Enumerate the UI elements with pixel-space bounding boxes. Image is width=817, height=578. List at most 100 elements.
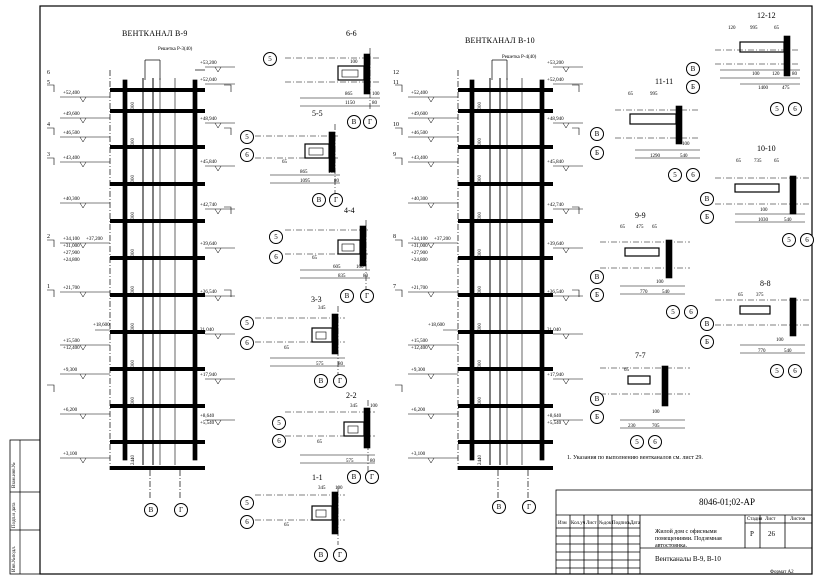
dim-label: 2000 <box>478 397 483 407</box>
level-mark: +18,600 <box>428 323 445 328</box>
dim-label: 540 <box>784 349 792 354</box>
dim-label: 100 <box>776 338 784 343</box>
sheet-note: 1. Указания по выполнению вентканалов см… <box>567 455 703 461</box>
axis-marker: 5 <box>668 168 682 182</box>
axis-marker: 5 <box>770 364 784 378</box>
dim-label: 1150 <box>345 101 355 106</box>
axis-marker: В <box>314 548 328 562</box>
level-mark: +17,940 <box>200 373 217 378</box>
section-label: 9-9 <box>635 211 646 220</box>
floor-number: 10 <box>393 122 399 128</box>
dim-label: 345 <box>350 404 358 409</box>
level-mark: +21,700 <box>63 286 80 291</box>
dim-label: 475 <box>782 86 790 91</box>
dim-label: 540 <box>784 218 792 223</box>
level-mark: +27,900 <box>411 251 428 256</box>
section-label: 12-12 <box>757 11 776 20</box>
dim-label: 2440 <box>131 455 136 465</box>
level-mark: +6,200 <box>63 408 78 413</box>
axis-marker: Б <box>590 410 604 424</box>
sheet-value: 26 <box>768 530 775 538</box>
axis-marker: В <box>686 62 700 76</box>
dim-label: 100 <box>656 280 664 285</box>
dim-label: 100 <box>760 208 768 213</box>
dim-label: 605 <box>333 265 341 270</box>
axis-marker: 5 <box>263 52 277 66</box>
drawing-code: 8046-01;02-АР <box>699 497 755 507</box>
axis-marker: 6 <box>648 435 662 449</box>
floor-number: 3 <box>47 152 50 158</box>
dim-label: 100 <box>335 486 343 491</box>
stamp-col-header: Лист <box>586 521 597 526</box>
dim-label: 100 <box>752 72 760 77</box>
axis-marker: Г <box>360 289 374 303</box>
level-mark: +46,500 <box>411 131 428 136</box>
dim-label: 2000 <box>131 360 136 370</box>
axis-marker: 5 <box>630 435 644 449</box>
floor-number: 1 <box>47 284 50 290</box>
dim-label: 770 <box>758 349 766 354</box>
level-mark: +36,540 <box>547 290 564 295</box>
axis-marker: 5 <box>272 416 286 430</box>
vent-left-grille: Решетка Р-3(40) <box>158 47 193 52</box>
dim-label: 1030 <box>758 218 768 223</box>
vent-left-title: ВЕНТКАНАЛ В-9 <box>122 29 188 38</box>
axis-marker: 6 <box>684 305 698 319</box>
axis-marker: Г <box>522 500 536 514</box>
dim-label: 65 <box>284 523 289 528</box>
axis-marker: Г <box>329 193 343 207</box>
axis-marker: Б <box>700 335 714 349</box>
vent-right-title: ВЕНТКАНАЛ В-10 <box>465 36 535 45</box>
floor-number: 12 <box>393 70 399 76</box>
level-mark: +24,800 <box>63 258 80 263</box>
dim-label: 1400 <box>758 86 768 91</box>
level-mark: +18,600 <box>93 323 110 328</box>
level-mark: +40,300 <box>411 197 428 202</box>
dim-label: 65 <box>736 159 741 164</box>
level-mark: +52,400 <box>411 91 428 96</box>
axis-marker: Г <box>333 548 347 562</box>
level-mark: +15,500 <box>411 339 428 344</box>
dim-label: 375 <box>756 293 764 298</box>
dim-label: 770 <box>640 290 648 295</box>
stage-value: Р <box>750 530 754 538</box>
sections-mid-linework <box>255 48 380 545</box>
dim-label: 2000 <box>131 102 136 112</box>
level-mark: +45,840 <box>547 160 564 165</box>
level-mark: +52,040 <box>547 78 564 83</box>
dim-label: 2440 <box>478 455 483 465</box>
axis-marker: Б <box>590 146 604 160</box>
dim-label: 65 <box>284 346 289 351</box>
level-mark: +40,300 <box>63 197 80 202</box>
dim-label: 540 <box>680 154 688 159</box>
vent-right-shaft <box>395 59 583 500</box>
level-mark: +43,400 <box>411 156 428 161</box>
level-mark: +9,300 <box>411 368 426 373</box>
level-mark: +34,100 <box>63 237 80 242</box>
stamp-col-header: №док <box>599 521 612 526</box>
dim-label: 345 <box>318 486 326 491</box>
level-mark: +42,740 <box>200 203 217 208</box>
dim-label: 835 <box>338 274 346 279</box>
dim-label: 2000 <box>131 397 136 407</box>
level-mark: +8,640 <box>547 414 562 419</box>
axis-marker: В <box>590 392 604 406</box>
level-mark: +52,040 <box>200 78 217 83</box>
axis-marker: В <box>312 193 326 207</box>
axis-marker: 5 <box>240 316 254 330</box>
dim-label: 2000 <box>478 286 483 296</box>
dim-label: 100 <box>682 142 690 147</box>
dim-label: 65 <box>738 293 743 298</box>
dim-label: 65 <box>312 256 317 261</box>
level-mark: +34,100 <box>411 237 428 242</box>
level-mark: +42,740 <box>547 203 564 208</box>
axis-marker: 5 <box>240 496 254 510</box>
axis-marker: Г <box>365 470 379 484</box>
floor-number: 9 <box>393 152 396 158</box>
level-mark: +12,400 <box>411 346 428 351</box>
axis-marker: 6 <box>788 102 802 116</box>
level-mark: +53,200 <box>547 61 564 66</box>
floor-number: 7 <box>393 284 396 290</box>
